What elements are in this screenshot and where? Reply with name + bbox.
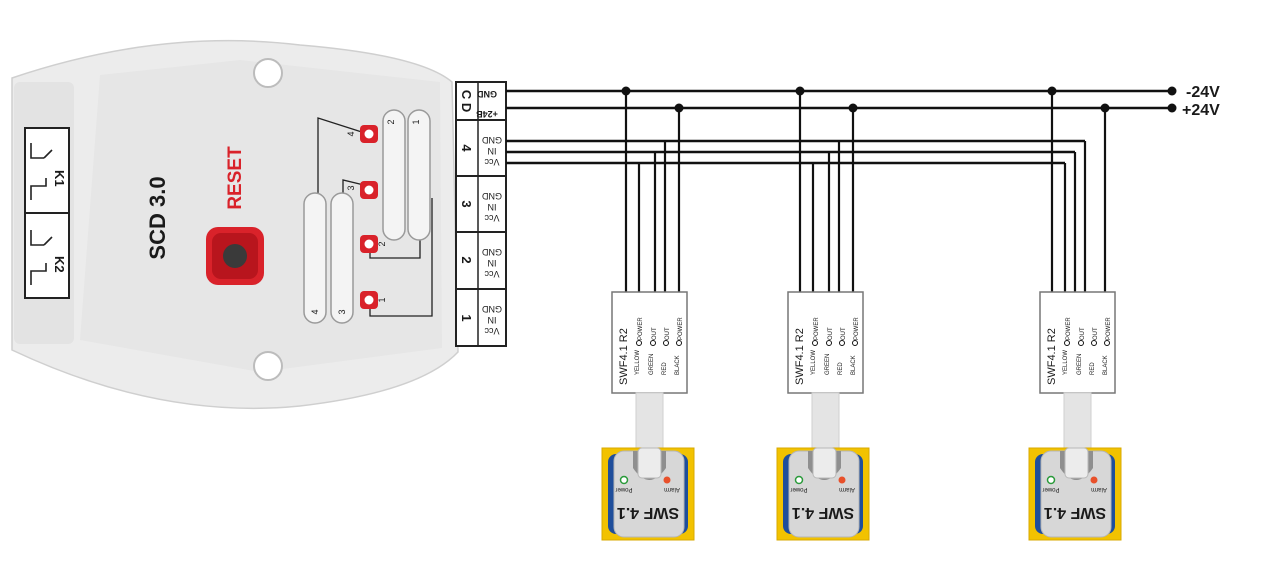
mount-hole-bottom — [253, 351, 283, 381]
module-pin-label: OUT — [652, 327, 658, 340]
sensor-1: Power Alarm SWF 4.1 — [601, 447, 695, 541]
channel-2-number: 2 — [459, 256, 474, 263]
module-wire-label: BLACK — [1103, 355, 1109, 375]
bus-positive-label: +24V — [1182, 102, 1220, 119]
module-pin-label: OUT — [665, 327, 671, 340]
module-pin-label: OUT — [1080, 327, 1086, 340]
sensor-name-label: SWF 4.1 — [792, 504, 854, 521]
tube-label: 1 — [411, 119, 421, 124]
sensor-alarm-label: Alarm — [1091, 486, 1107, 492]
reset-button[interactable] — [206, 227, 264, 285]
mount-hole-top — [253, 58, 283, 88]
channel-pin-label: Vcc — [484, 157, 500, 167]
channel-pin-label: IN — [488, 315, 497, 325]
module-wire-label: BLACK — [675, 355, 681, 375]
channel-pin-label: Vcc — [484, 213, 500, 223]
sensor-name-label: SWF 4.1 — [617, 504, 679, 521]
jumper-block: 2 1 4 3 4 3 2 1 — [303, 109, 433, 324]
module-wire-label: GREEN — [649, 354, 655, 375]
flat-cable-2 — [811, 392, 840, 454]
tube-label: 2 — [386, 119, 396, 124]
terminal-block: C D GND +24B 4 GND IN Vcc 3 GND IN Vcc 2… — [455, 81, 507, 347]
bus-wires — [506, 89, 1172, 165]
sensor-module-3: SWF4.1 R2 YELLOW GREEN RED BLACK POWER O… — [1039, 291, 1116, 394]
sensor-power-label: Power — [615, 486, 632, 492]
sensor-2: Power Alarm SWF 4.1 — [776, 447, 870, 541]
sensor-3: Power Alarm SWF 4.1 — [1028, 447, 1122, 541]
svg-text:3: 3 — [346, 185, 356, 190]
module-title: SWF4.1 R2 — [794, 328, 806, 385]
flat-cable-1 — [635, 392, 664, 454]
sensor-alarm-label: Alarm — [839, 486, 855, 492]
module-title: SWF4.1 R2 — [618, 328, 630, 385]
relay-k2-label: K2 — [52, 256, 67, 273]
svg-text:1: 1 — [377, 297, 387, 302]
module-wire-label: RED — [838, 362, 844, 375]
channel-pin-label: Vcc — [484, 269, 500, 279]
tube-4 — [303, 192, 327, 324]
relay-k1-label: K1 — [52, 170, 67, 187]
channel-pin-label: GND — [482, 247, 503, 257]
sensor-module-1: SWF4.1 R2 YELLOW GREEN RED BLACK POWER O… — [611, 291, 688, 394]
module-pin-label: OUT — [828, 327, 834, 340]
tube-label: 3 — [337, 309, 347, 314]
module-wire-label: YELLOW — [811, 350, 817, 375]
module-wire-label: RED — [1090, 362, 1096, 375]
module-pin-label: POWER — [1066, 317, 1072, 340]
channel-pin-label: IN — [488, 146, 497, 156]
module-wire-label: YELLOW — [635, 350, 641, 375]
jumper-pad-3: 3 — [346, 181, 378, 199]
sensor-column-1 — [621, 86, 684, 292]
channel-pin-label: IN — [488, 258, 497, 268]
module-pin-label: POWER — [678, 317, 684, 340]
module-wire-label: BLACK — [851, 355, 857, 375]
module-title: SWF4.1 R2 — [1046, 328, 1058, 385]
channel-pin-label: GND — [482, 135, 503, 145]
module-pin-label: POWER — [638, 317, 644, 340]
jumper-pad-4: 4 — [346, 125, 378, 143]
controller-model-label: SCD 3.0 — [145, 176, 170, 259]
channel-pin-label: GND — [482, 191, 503, 201]
sensor-column-2 — [795, 86, 858, 292]
channel-pin-label: Vcc — [484, 326, 500, 336]
module-pin-label: POWER — [854, 317, 860, 340]
reset-label: RESET — [225, 146, 246, 210]
flat-cable-3 — [1063, 392, 1092, 454]
module-wire-label: RED — [662, 362, 668, 375]
relay-block: K1 K2 — [24, 127, 70, 299]
sensor-power-label: Power — [790, 486, 807, 492]
module-pin-label: OUT — [1093, 327, 1099, 340]
channel-4-number: 4 — [459, 144, 474, 152]
module-wire-label: GREEN — [1077, 354, 1083, 375]
sensor-power-label: Power — [1042, 486, 1059, 492]
module-pin-label: OUT — [841, 327, 847, 340]
tube-2 — [382, 109, 406, 241]
channel-pin-label: GND — [482, 304, 503, 314]
sensor-module-2: SWF4.1 R2 YELLOW GREEN RED BLACK POWER O… — [787, 291, 864, 394]
module-pin-label: POWER — [814, 317, 820, 340]
tube-1 — [407, 109, 431, 241]
channel-pin-label: IN — [488, 202, 497, 212]
svg-text:4: 4 — [346, 131, 356, 136]
module-wire-label: YELLOW — [1063, 350, 1069, 375]
power-group-label: C D — [459, 90, 474, 112]
bus-terminals — [1167, 86, 1177, 113]
jumper-pad-1: 1 — [360, 291, 387, 309]
module-wire-label: GREEN — [825, 354, 831, 375]
sensor-name-label: SWF 4.1 — [1044, 504, 1106, 521]
jumper-pad-2: 2 — [360, 235, 387, 253]
bus-negative-label: -24V — [1186, 84, 1220, 101]
module-pin-label: POWER — [1106, 317, 1112, 340]
power-pin-24b: +24B — [476, 109, 498, 119]
power-pin-gnd: GND — [477, 89, 498, 99]
tube-label: 4 — [310, 309, 320, 314]
sensor-alarm-label: Alarm — [664, 486, 680, 492]
channel-3-number: 3 — [459, 200, 474, 207]
svg-text:2: 2 — [377, 241, 387, 246]
tube-3 — [330, 192, 354, 324]
channel-1-number: 1 — [459, 314, 474, 321]
sensor-column-3 — [1047, 86, 1110, 292]
